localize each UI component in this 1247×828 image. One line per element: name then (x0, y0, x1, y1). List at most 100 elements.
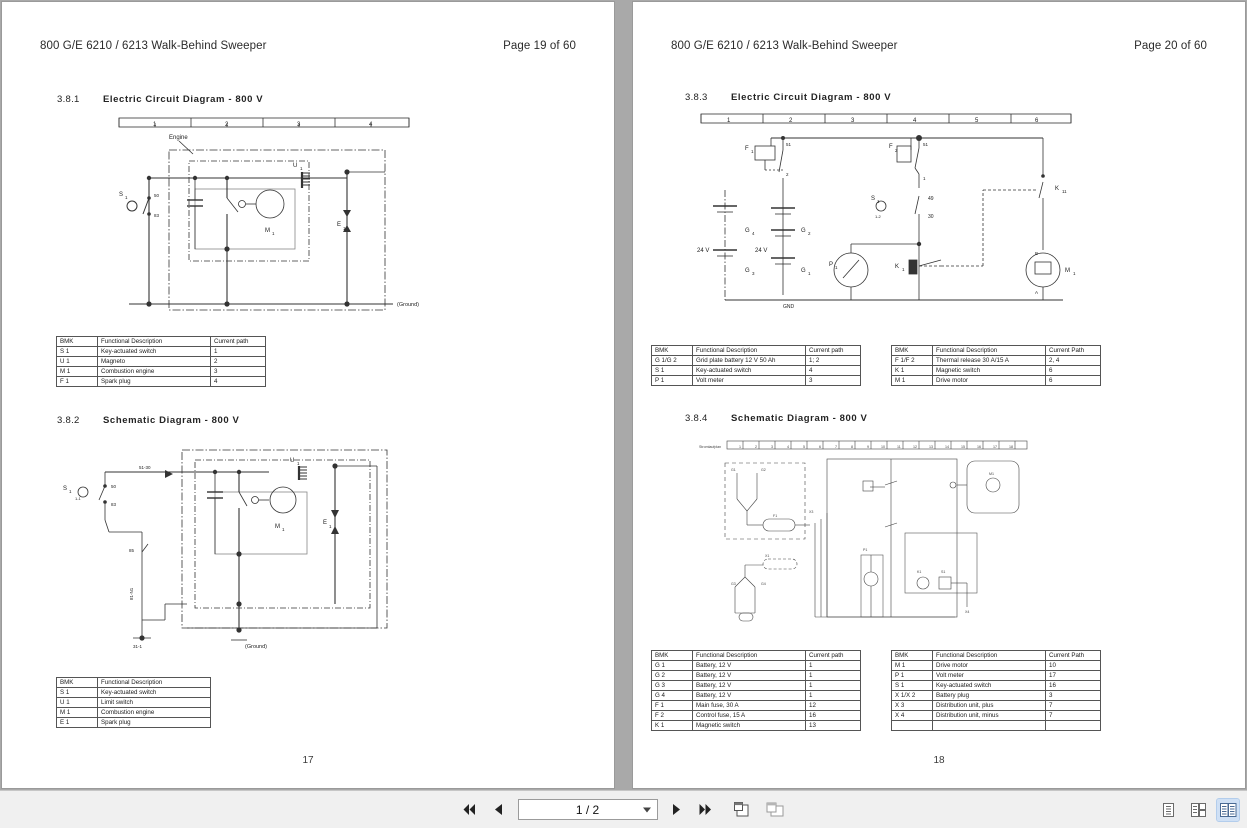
th-path: Current path (210, 336, 266, 347)
th-path: Current Path (1045, 650, 1101, 661)
cell-desc: Thermal release 30 A/15 A (932, 355, 1046, 366)
th-bmk: BMK (56, 336, 98, 347)
cell-desc: Main fuse, 30 A (692, 700, 806, 711)
cell-bmk: G 1/G 2 (651, 355, 693, 366)
svg-text:4: 4 (913, 118, 917, 124)
svg-text:F: F (889, 144, 893, 150)
cell-path: 6 (1045, 365, 1101, 376)
cell-bmk: G 3 (651, 680, 693, 691)
cell-path: 3 (1045, 690, 1101, 701)
document-page-left[interactable]: 800 G/E 6210 / 6213 Walk-Behind Sweeper … (2, 2, 614, 788)
svg-text:K1: K1 (917, 570, 921, 574)
th-path: Current path (805, 345, 861, 356)
svg-text:B: B (1035, 251, 1038, 256)
svg-text:E: E (323, 520, 327, 526)
document-page-right[interactable]: 800 G/E 6210 / 6213 Walk-Behind Sweeper … (633, 2, 1245, 788)
svg-text:1: 1 (923, 176, 926, 181)
cell-bmk: M 1 (56, 707, 98, 718)
cell-bmk: S 1 (56, 346, 98, 357)
page-header: 800 G/E 6210 / 6213 Walk-Behind Sweeper … (633, 40, 1245, 52)
cell-path: 3 (805, 375, 861, 386)
continuous-view-button[interactable] (1187, 799, 1209, 821)
svg-text:2: 2 (789, 118, 793, 124)
cell-desc: Drive motor (932, 375, 1046, 386)
svg-text:X4: X4 (965, 610, 969, 614)
toolbar-view-modes (1157, 791, 1240, 828)
single-page-view-button[interactable] (1157, 799, 1179, 821)
cell-bmk: S 1 (651, 365, 693, 376)
th-desc: Functional Description (692, 345, 806, 356)
svg-text:F1: F1 (773, 514, 777, 518)
svg-text:51: 51 (786, 142, 792, 147)
cell-desc: Magneto (97, 356, 211, 367)
svg-text:X1: X1 (765, 554, 769, 558)
table-header-row: BMK Functional Description Current path (651, 650, 861, 661)
svg-text:4: 4 (752, 231, 755, 236)
page-footer-left: 17 (302, 755, 314, 766)
last-page-button[interactable] (696, 799, 716, 821)
cell-desc: Drive motor (932, 660, 1046, 671)
cell-path: 6 (1045, 375, 1101, 386)
page-number-select[interactable]: 1 / 2 (517, 799, 658, 820)
svg-text:83: 83 (111, 502, 117, 507)
svg-text:24 V: 24 V (697, 248, 709, 254)
cell-path: 2, 4 (1045, 355, 1101, 366)
cell-desc: Key-actuated switch (97, 687, 211, 698)
svg-text:7: 7 (835, 445, 837, 449)
th-path: Current path (805, 650, 861, 661)
svg-text:17: 17 (993, 445, 997, 449)
svg-text:13: 13 (929, 445, 933, 449)
cell-path: 2 (210, 356, 266, 367)
component-table-circuit-left: BMK Functional Description Current path … (651, 345, 861, 386)
fit-width-button[interactable] (764, 799, 788, 821)
cell-bmk: F 1/F 2 (891, 355, 933, 366)
th-bmk: BMK (891, 650, 933, 661)
next-page-button[interactable] (667, 799, 687, 821)
cell-bmk: E 1 (56, 717, 98, 728)
svg-text:K: K (1055, 186, 1059, 192)
section-title: Electric Circuit Diagram - 800 V (731, 92, 892, 103)
two-page-view-button[interactable] (1216, 797, 1240, 822)
chevron-down-icon (642, 807, 651, 812)
cell-bmk: U 1 (56, 697, 98, 708)
svg-text:G2: G2 (761, 468, 766, 472)
cell-bmk: K 1 (651, 720, 693, 731)
svg-text:G3: G3 (731, 582, 736, 586)
cell-bmk: M 1 (891, 660, 933, 671)
cell-path: 12 (805, 700, 861, 711)
svg-text:6: 6 (1035, 118, 1039, 124)
fit-page-button[interactable] (731, 799, 755, 821)
svg-text:A: A (1035, 290, 1038, 295)
cell-bmk: S 1 (56, 687, 98, 698)
cell-path: 1 (805, 660, 861, 671)
cell-bmk: F 1 (56, 376, 98, 387)
page-header-pagenum: Page 20 of 60 (1134, 40, 1207, 52)
th-desc: Functional Description (97, 677, 211, 688)
svg-text:1: 1 (835, 265, 838, 270)
toolbar-navigation-group: 1 / 2 (0, 791, 1247, 828)
cell-path: 16 (1045, 680, 1101, 691)
cell-desc: Volt meter (692, 375, 806, 386)
first-page-button[interactable] (460, 799, 480, 821)
previous-page-button[interactable] (489, 799, 509, 821)
cell-desc: Spark plug (97, 717, 211, 728)
cell-desc: Volt meter (932, 670, 1046, 681)
svg-text:50: 50 (111, 484, 117, 489)
svg-text:S: S (63, 486, 67, 492)
